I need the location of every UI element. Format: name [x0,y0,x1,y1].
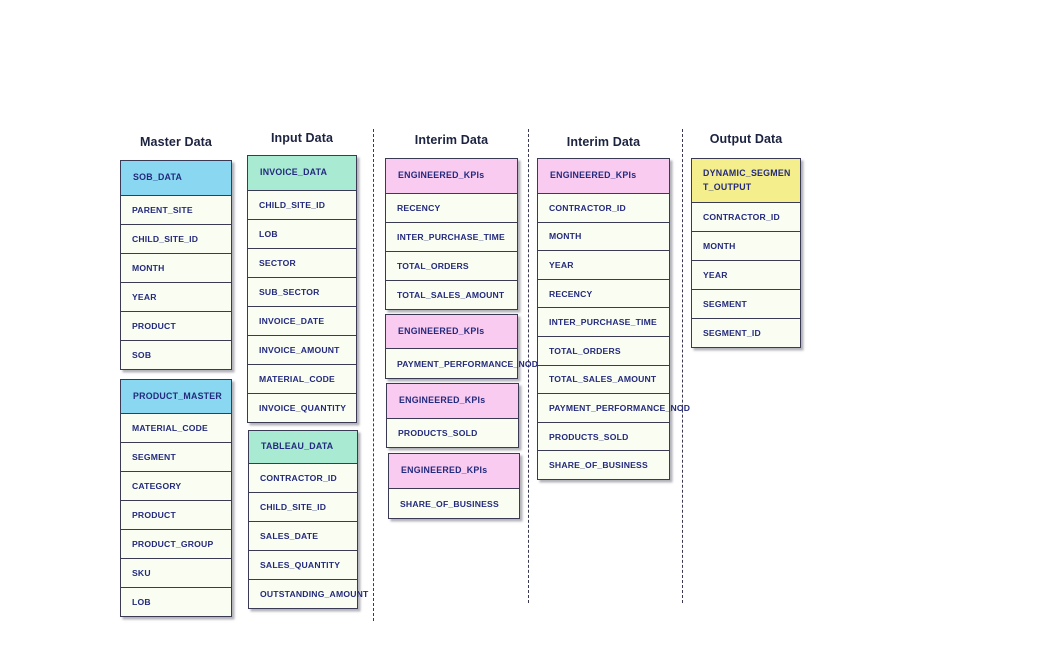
table-header: TABLEAU_DATA [249,431,357,463]
table-row: CHILD_SITE_ID [121,224,231,253]
table-row: RECENCY [386,193,517,222]
table-header: ENGINEERED_KPIs [387,384,518,418]
table-row: SALES_QUANTITY [249,550,357,579]
table-invoice-data: INVOICE_DATA CHILD_SITE_ID LOB SECTOR SU… [247,155,357,423]
table-row: YEAR [121,282,231,311]
table-row: PRODUCTS_SOLD [538,421,669,451]
table-row: MONTH [692,231,800,260]
table-row: SEGMENT [692,289,800,318]
table-row: SOB [121,340,231,369]
table-row: RECENCY [538,278,669,308]
table-row: YEAR [692,260,800,289]
table-row: LOB [248,219,356,248]
table-row: LOB [121,587,231,616]
table-tableau-data: TABLEAU_DATA CONTRACTOR_ID CHILD_SITE_ID… [248,430,368,609]
table-row: SUB_SECTOR [248,277,356,306]
table-engineered-kpis-combined: ENGINEERED_KPIs CONTRACTOR_ID MONTH YEAR… [537,158,690,480]
table-row: INVOICE_QUANTITY [248,393,356,422]
table-row: SHARE_OF_BUSINESS [389,488,519,518]
table-row: TOTAL_SALES_AMOUNT [386,280,517,309]
table-row: PRODUCTS_SOLD [387,418,518,447]
table-header: ENGINEERED_KPIs [389,454,519,488]
column-title-interim-data-2: Interim Data [566,135,641,149]
table-row: YEAR [538,250,669,279]
table-row: INVOICE_AMOUNT [248,335,356,364]
table-row: SEGMENT_ID [692,318,800,347]
table-row: PAYMENT_PERFORMANCE_NOD [386,348,538,378]
column-divider [528,129,529,603]
table-dynamic-segment-output: DYNAMIC_SEGMENT_OUTPUT CONTRACTOR_ID MON… [691,158,801,348]
table-row: SECTOR [248,248,356,277]
column-title-master-data: Master Data [140,135,212,149]
table-row: SEGMENT [121,442,231,471]
table-sob-data: SOB_DATA PARENT_SITE CHILD_SITE_ID MONTH… [120,160,232,370]
column-title-input-data: Input Data [270,131,334,145]
table-row: SALES_DATE [249,521,357,550]
table-row: OUTSTANDING_AMOUNT [249,579,368,608]
column-title-output-data: Output Data [709,132,783,146]
table-row: CATEGORY [121,471,231,500]
table-engineered-kpis-3: ENGINEERED_KPIs PRODUCTS_SOLD [386,383,519,448]
table-header: DYNAMIC_SEGMENT_OUTPUT [692,159,800,202]
table-header: ENGINEERED_KPIs [386,315,517,348]
table-row: TOTAL_ORDERS [386,251,517,280]
table-row: MATERIAL_CODE [121,413,231,442]
table-row: CONTRACTOR_ID [692,202,800,231]
table-header: SOB_DATA [121,161,231,195]
table-row: SHARE_OF_BUSINESS [538,450,669,479]
table-row: INVOICE_DATE [248,306,356,335]
table-row: CHILD_SITE_ID [249,492,357,521]
table-row: TOTAL_SALES_AMOUNT [538,364,669,394]
column-divider [373,129,374,621]
table-engineered-kpis-1: ENGINEERED_KPIs RECENCY INTER_PURCHASE_T… [385,158,518,310]
table-row: MONTH [121,253,231,282]
table-header: ENGINEERED_KPIs [538,159,669,193]
table-row: TOTAL_ORDERS [538,335,669,365]
table-row: PRODUCT [121,500,231,529]
table-row: PARENT_SITE [121,195,231,224]
table-product-master: PRODUCT_MASTER MATERIAL_CODE SEGMENT CAT… [120,379,232,617]
column-title-interim-data-1: Interim Data [414,133,489,147]
table-row: CHILD_SITE_ID [248,190,356,219]
table-engineered-kpis-4: ENGINEERED_KPIs SHARE_OF_BUSINESS [388,453,520,519]
table-row: INTER_PURCHASE_TIME [538,307,669,336]
table-row: PRODUCT_GROUP [121,529,231,558]
table-header: ENGINEERED_KPIs [386,159,517,193]
table-row: CONTRACTOR_ID [249,463,357,492]
table-row: PAYMENT_PERFORMANCE_NOD [538,393,690,422]
table-row: PRODUCT [121,311,231,340]
table-header: PRODUCT_MASTER [121,380,231,413]
table-header: INVOICE_DATA [248,156,356,190]
column-divider [682,129,683,603]
table-row: CONTRACTOR_ID [538,193,669,222]
table-row: MATERIAL_CODE [248,364,356,393]
table-row: INTER_PURCHASE_TIME [386,222,517,251]
table-engineered-kpis-2: ENGINEERED_KPIs PAYMENT_PERFORMANCE_NOD [385,314,538,379]
table-row: SKU [121,558,231,587]
table-row: MONTH [538,221,669,251]
